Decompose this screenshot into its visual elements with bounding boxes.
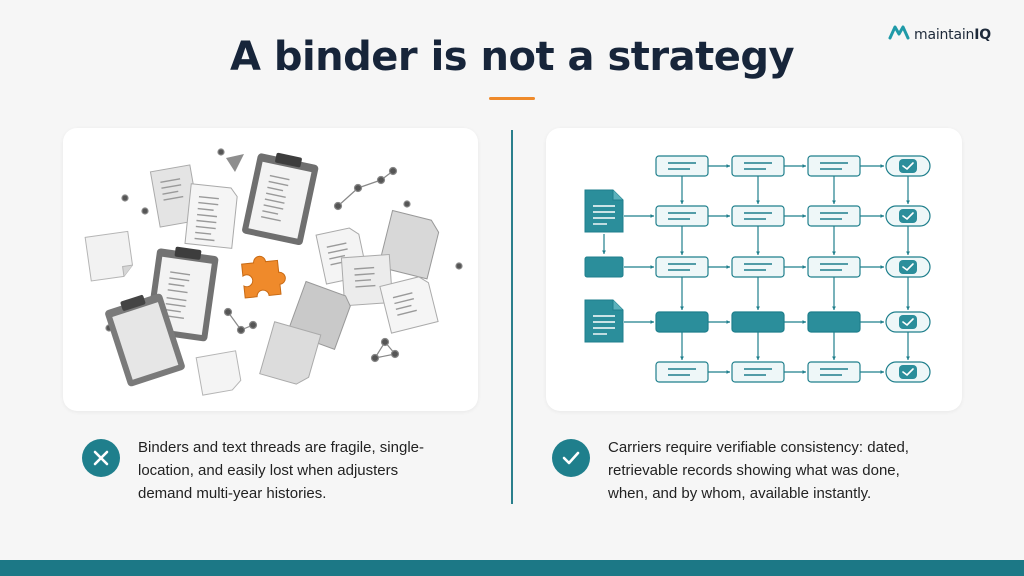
check-icon: [899, 260, 917, 274]
flow-arrowhead: [880, 164, 884, 168]
page-title: A binder is not a strategy: [229, 34, 795, 80]
record-box: [584, 256, 624, 278]
brand-name: maintainIQ: [914, 26, 991, 43]
check-mark: [902, 212, 914, 220]
flow-arrowhead: [802, 164, 806, 168]
flow-arrowhead: [802, 320, 806, 324]
flow-arrowhead: [832, 251, 836, 255]
flow-arrowhead: [756, 200, 760, 204]
flow-arrowhead: [756, 356, 760, 360]
record-box: [731, 361, 785, 383]
puzzle-piece-icon: [241, 255, 286, 299]
close-icon: [82, 439, 120, 477]
flow-arrowhead: [650, 265, 654, 269]
flow-arrowhead: [726, 164, 730, 168]
right-caption-text: Carriers require verifiable consistency:…: [608, 439, 909, 502]
record-box: [655, 361, 709, 383]
left-caption-text: Binders and text threads are fragile, si…: [138, 439, 424, 502]
mountain-logo-icon: [888, 24, 910, 45]
record-box: [731, 311, 785, 333]
flow-arrowhead: [906, 251, 910, 255]
flow-arrowhead: [880, 265, 884, 269]
right-illustration-panel: [546, 128, 962, 411]
check-icon: [899, 365, 917, 379]
record-box: [807, 311, 861, 333]
record-box: [731, 155, 785, 177]
record-box: [655, 155, 709, 177]
flow-arrowhead: [802, 214, 806, 218]
flow-arrowhead: [906, 356, 910, 360]
flow-arrowhead: [680, 251, 684, 255]
check-icon: [552, 439, 590, 477]
left-caption: Binders and text threads are fragile, si…: [82, 436, 438, 505]
check-mark: [902, 368, 914, 376]
record-box: [655, 256, 709, 278]
title-underline: [489, 97, 535, 100]
flow-arrowhead: [726, 265, 730, 269]
flow-arrowhead: [726, 320, 730, 324]
flow-arrowhead: [602, 250, 606, 254]
flow-arrowhead: [650, 214, 654, 218]
record-box: [731, 205, 785, 227]
flow-arrowhead: [756, 251, 760, 255]
scattered-papers-illustration: [84, 148, 463, 396]
record-box: [807, 205, 861, 227]
record-box: [655, 205, 709, 227]
check-mark: [902, 263, 914, 271]
flow-arrowhead: [906, 306, 910, 310]
flow-arrowhead: [756, 306, 760, 310]
record-box: [807, 155, 861, 177]
flow-arrowhead: [650, 320, 654, 324]
flow-arrowhead: [680, 306, 684, 310]
check-icon: [899, 315, 917, 329]
footer-bar: [0, 560, 1024, 576]
flow-arrowhead: [832, 306, 836, 310]
right-caption: Carriers require verifiable consistency:…: [552, 436, 938, 505]
flow-arrowhead: [726, 370, 730, 374]
flow-arrowhead: [880, 214, 884, 218]
check-mark: [902, 318, 914, 326]
flow-arrowhead: [906, 200, 910, 204]
document-fold: [612, 190, 623, 201]
records-flow-diagram: [584, 155, 931, 383]
flow-arrowhead: [880, 370, 884, 374]
flow-arrowhead: [880, 320, 884, 324]
flow-arrowhead: [802, 370, 806, 374]
brand-logo: maintainIQ: [888, 24, 991, 45]
record-box: [655, 311, 709, 333]
flow-arrowhead: [680, 200, 684, 204]
document-fold: [612, 300, 623, 311]
flow-arrowhead: [802, 265, 806, 269]
record-box: [807, 361, 861, 383]
panel-divider: [511, 130, 513, 504]
record-box: [731, 256, 785, 278]
check-icon: [899, 159, 917, 173]
check-mark: [902, 162, 914, 170]
record-box: [807, 256, 861, 278]
flow-arrowhead: [726, 214, 730, 218]
flow-arrowhead: [832, 200, 836, 204]
check-icon: [899, 209, 917, 223]
flow-arrowhead: [832, 356, 836, 360]
flow-arrowhead: [680, 356, 684, 360]
left-illustration-panel: [63, 128, 478, 411]
